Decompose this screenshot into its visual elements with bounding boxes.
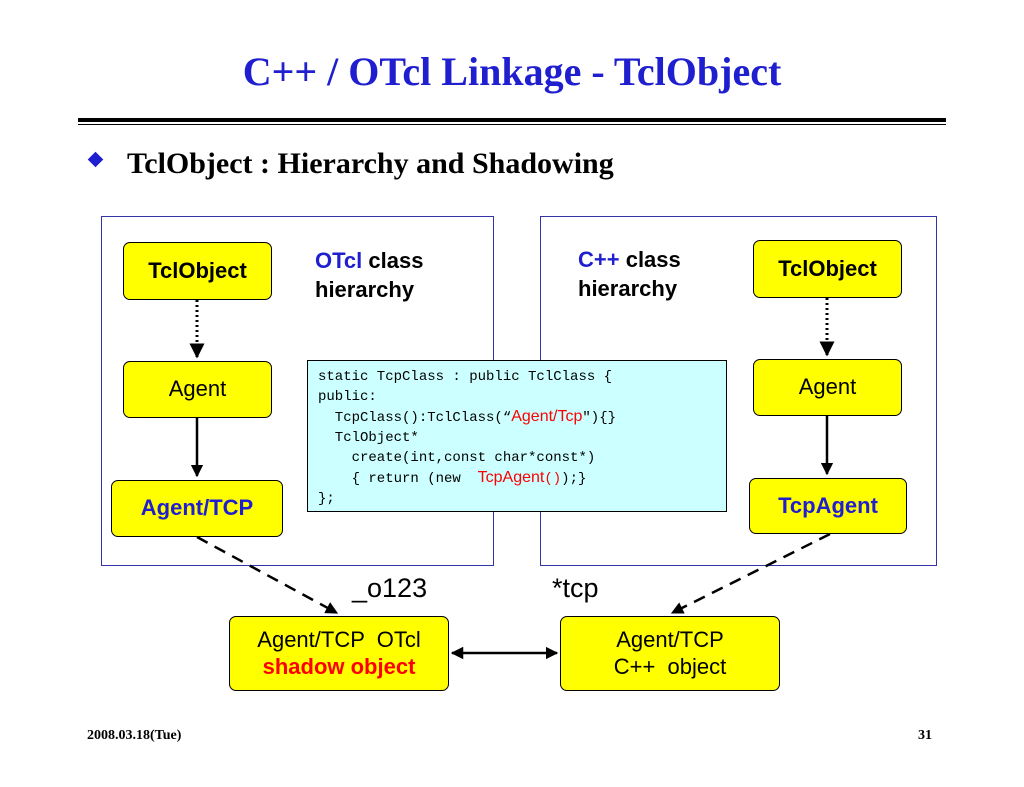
code-highlight-tcpagent: TcpAgent — [477, 469, 545, 486]
cpp-object-line1: Agent/TCP — [616, 627, 724, 653]
code-line: "){} — [582, 410, 616, 426]
code-line: static TcpClass : public TclClass { — [318, 369, 613, 385]
cpp-heading-line2: hierarchy — [578, 275, 678, 301]
code-line: );} — [561, 471, 587, 487]
bullet-text: TclObject : Hierarchy and Shadowing — [127, 147, 614, 180]
cpp-object-box: Agent/TCP C++ object — [560, 616, 780, 691]
otcl-hierarchy-heading: OTcl class hierarchy — [315, 247, 423, 304]
otcl-heading-keyword: OTcl — [315, 248, 363, 273]
cpp-heading-class: class — [619, 247, 681, 272]
code-line: { return (new — [318, 471, 478, 487]
code-line: create(int,const char*const*) — [318, 450, 596, 466]
otcl-tclobject-node: TclObject — [123, 242, 272, 300]
cpp-object-line2: C++ object — [613, 653, 727, 679]
slide-title: C++ / OTcl Linkage - TclObject — [242, 49, 782, 94]
diamond-bullet-icon — [87, 151, 104, 168]
code-line: TcpClass():TclClass(“ — [318, 410, 512, 426]
cpp-tclobject-node: TclObject — [753, 240, 902, 298]
otcl-object-line2: shadow object — [262, 653, 416, 679]
otcl-object-line1: Agent/TCP OTcl — [257, 627, 421, 653]
cpp-hierarchy-heading: C++ class hierarchy — [578, 246, 681, 303]
code-highlight-classname: Agent/Tcp — [511, 408, 583, 425]
otcl-agenttcp-node: Agent/TCP — [111, 480, 283, 537]
title-divider-thick — [78, 118, 946, 122]
cpp-tcpagent-node: TcpAgent — [749, 478, 907, 534]
otcl-heading-line2: hierarchy — [315, 276, 415, 302]
code-line: }; — [318, 491, 335, 507]
code-highlight-parens: () — [544, 471, 562, 487]
tcpclass-code-block: static TcpClass : public TclClass { publ… — [307, 360, 727, 512]
otcl-agent-node: Agent — [123, 361, 272, 418]
code-line: TclObject* — [318, 430, 419, 446]
page-number: 31 — [918, 728, 932, 743]
code-line: public: — [318, 389, 377, 405]
otcl-handle-label: _o123 — [352, 573, 428, 603]
cpp-agent-node: Agent — [753, 359, 902, 416]
otcl-shadow-object-box: Agent/TCP OTcl shadow object — [229, 616, 449, 691]
cpp-heading-keyword: C++ — [578, 247, 620, 272]
title-divider-thin — [78, 124, 946, 125]
footer-date: 2008.03.18(Tue) — [87, 728, 182, 743]
cpp-handle-label: *tcp — [552, 573, 599, 603]
otcl-heading-class: class — [362, 248, 424, 273]
